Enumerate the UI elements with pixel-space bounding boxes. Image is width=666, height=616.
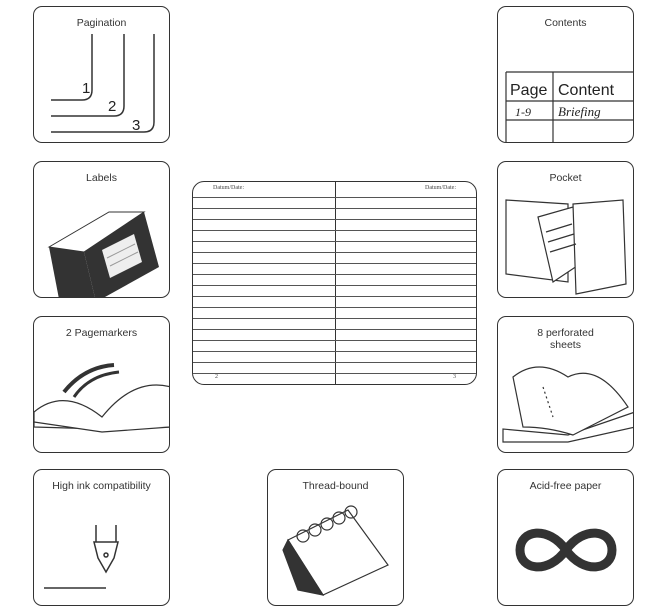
ruled-line [193,307,476,308]
feature-title: 2 Pagemarkers [65,327,138,339]
ruled-line [193,340,476,341]
notebook-spread: Datum/Date: 2 Datum/Date: 3 [192,181,477,385]
feature-title: Acid-free paper [529,480,602,492]
ruled-line [193,274,476,275]
ruled-line [193,252,476,253]
feature-perforated: 8 perforated sheets [497,316,634,453]
ruled-line [193,219,476,220]
ruled-line [193,351,476,352]
right-page: Datum/Date: 3 [335,182,477,384]
date-label: Datum/Date: [213,185,244,191]
date-label: Datum/Date: [425,185,456,191]
page-number: 3 [453,374,456,380]
col-content: Content [558,82,615,99]
pagemarkers-icon [34,363,169,433]
ruled-line [193,329,476,330]
feature-pagination: Pagination 1 2 3 [33,6,170,143]
infinity-icon [515,528,617,572]
row-content: Briefing [558,104,601,119]
feature-title: Pagination [76,17,127,29]
col-page: Page [510,82,547,99]
ruled-line [193,208,476,209]
pagination-illustration: 1 2 3 [51,34,155,134]
ruled-line [193,230,476,231]
row-page: 1-9 [515,105,531,119]
feature-title: High ink compatibility [52,480,151,492]
ruled-line [193,285,476,286]
feature-pagemarkers: 2 Pagemarkers [33,316,170,453]
ruled-line [193,318,476,319]
feature-ink: High ink compatibility [33,469,170,606]
ruled-line [193,362,476,363]
pocket-icon [505,199,627,295]
ruled-line [193,296,476,297]
feature-thread: Thread-bound [267,469,404,606]
feature-acid-free: Acid-free paper [497,469,634,606]
ruled-line [193,197,476,198]
fountain-pen-icon [44,525,119,589]
labeled-notebook-icon [47,211,159,297]
page-number: 2 [215,374,218,380]
feature-title: Pocket [549,172,582,184]
contents-table-illustration: Page Content 1-9 Briefing [505,71,633,142]
ruled-line [193,263,476,264]
left-page: Datum/Date: 2 [193,182,336,384]
feature-title: Labels [86,172,117,184]
page-number: 2 [108,98,116,115]
perforated-sheets-icon [502,366,633,443]
feature-labels: Labels [33,161,170,298]
ruled-line [193,373,476,374]
feature-title: Thread-bound [302,480,369,492]
feature-title: 8 perforated sheets [537,327,594,351]
page-number: 3 [132,117,140,134]
thread-bound-icon [282,505,389,596]
feature-pocket: Pocket [497,161,634,298]
feature-contents: Contents Page Content 1-9 Briefing [497,6,634,143]
ruled-line [193,241,476,242]
feature-title: Contents [544,17,587,29]
page-number: 1 [82,80,90,97]
